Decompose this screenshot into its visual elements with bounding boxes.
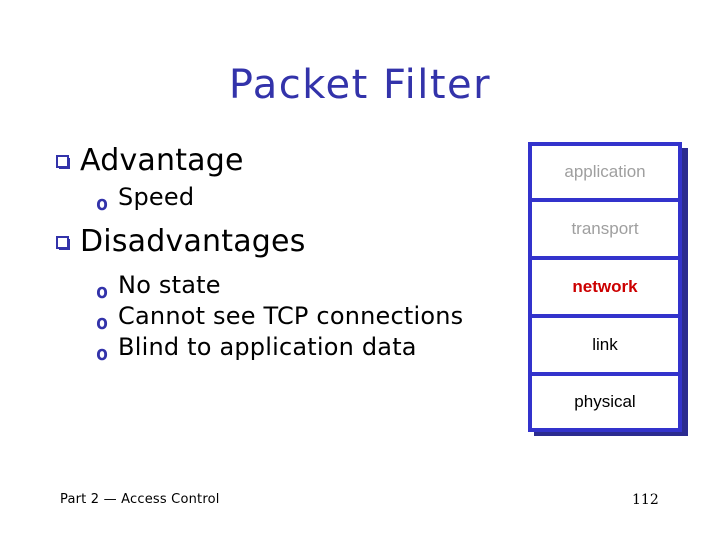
page-title: Packet Filter xyxy=(228,62,492,108)
footer-text: Part 2 — Access Control xyxy=(60,492,220,507)
square-bullet-icon xyxy=(56,236,70,250)
stack-layer-label: network xyxy=(572,277,638,296)
stack-layer-label: application xyxy=(564,162,646,181)
stack-layer-label: transport xyxy=(571,219,639,238)
page-number: 112 xyxy=(632,492,659,508)
spacer xyxy=(56,263,506,270)
list-item: o Cannot see TCP connections xyxy=(96,301,506,332)
stack-layer-link: link xyxy=(528,316,682,374)
o-bullet-icon: o xyxy=(96,279,109,303)
o-bullet-icon: o xyxy=(96,341,109,365)
list-item-label: Speed xyxy=(118,183,195,211)
stack-layer-label: physical xyxy=(574,392,636,411)
bullet-heading-label: Advantage xyxy=(80,143,244,178)
list-item-label: Cannot see TCP connections xyxy=(118,302,464,330)
spacer xyxy=(56,213,506,223)
list-item-label: No state xyxy=(118,271,221,299)
stack-layer-application: application xyxy=(528,142,682,200)
bullet-heading-label: Disadvantages xyxy=(80,224,306,259)
stack-layer-label: link xyxy=(592,335,618,354)
bullet-heading-disadvantages: Disadvantages xyxy=(56,223,506,261)
square-bullet-icon xyxy=(56,155,70,169)
stack-layer-transport: transport xyxy=(528,200,682,258)
list-item: o No state xyxy=(96,270,506,301)
protocol-stack-diagram: application transport network link physi… xyxy=(528,142,688,436)
stack-layer-physical: physical xyxy=(528,374,682,432)
list-item: o Speed xyxy=(96,182,506,213)
stack-layer-network: network xyxy=(528,258,682,316)
o-bullet-icon: o xyxy=(96,310,109,334)
bullet-heading-advantage: Advantage xyxy=(56,142,506,180)
o-bullet-icon: o xyxy=(96,191,109,215)
list-item: o Blind to application data xyxy=(96,332,506,363)
stack-layers: application transport network link physi… xyxy=(528,142,682,432)
bullet-list: Advantage o Speed Disadvantages o No sta… xyxy=(56,142,506,363)
list-item-label: Blind to application data xyxy=(118,333,417,361)
